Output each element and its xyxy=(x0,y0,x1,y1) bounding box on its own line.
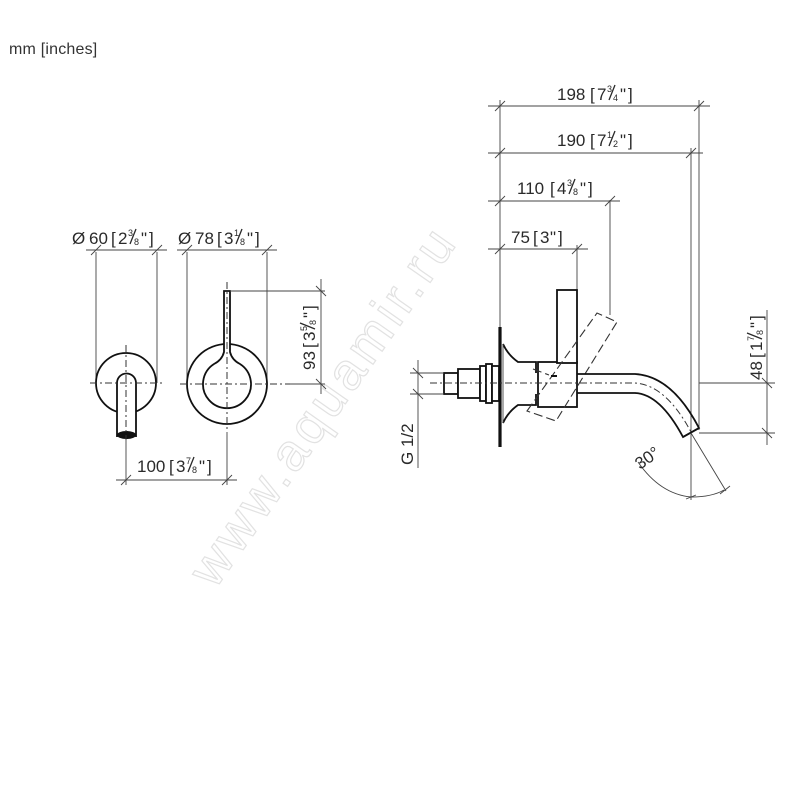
svg-text:]: ] xyxy=(207,457,212,476)
svg-text:": " xyxy=(620,85,626,104)
svg-text:78: 78 xyxy=(195,229,214,248)
svg-text:[: [ xyxy=(550,179,555,198)
svg-text:Ø: Ø xyxy=(178,229,191,248)
svg-text:]: ] xyxy=(628,131,633,150)
units-label: mm [inches] xyxy=(9,41,98,58)
dim-drop-48: 48 [ 1 7 8 " ] xyxy=(746,315,766,380)
svg-text:3: 3 xyxy=(176,457,185,476)
svg-text:1: 1 xyxy=(234,228,239,238)
dim-diameter-60: Ø 60 [ 2 3 8 " ] xyxy=(72,228,154,248)
svg-text:3: 3 xyxy=(224,229,233,248)
svg-text:93: 93 xyxy=(300,351,319,370)
svg-text:1: 1 xyxy=(607,130,612,140)
dim-center-distance-100: 100 [ 3 7 8 " ] xyxy=(116,456,237,486)
side-view: 198 [ 7 3 4 " ] 190 [ 7 1 2 " ] 110 xyxy=(398,84,775,500)
svg-text:2: 2 xyxy=(613,139,618,149)
svg-text:8: 8 xyxy=(240,237,245,247)
svg-text:]: ] xyxy=(300,305,319,310)
svg-text:]: ] xyxy=(628,85,633,104)
dim-thread-g12: G 1/2 xyxy=(398,423,417,465)
svg-text:3: 3 xyxy=(567,178,572,188)
svg-text:]: ] xyxy=(149,229,154,248)
svg-text:Ø: Ø xyxy=(72,229,85,248)
svg-text:8: 8 xyxy=(134,237,139,247)
svg-text:": " xyxy=(580,179,586,198)
svg-text:]: ] xyxy=(255,229,260,248)
dim-diameter-78: Ø 78 [ 3 1 8 " ] xyxy=(178,228,260,248)
svg-text:4: 4 xyxy=(613,93,618,103)
svg-text:]: ] xyxy=(588,179,593,198)
dim-angle-30: 30° xyxy=(631,443,663,473)
svg-text:8: 8 xyxy=(755,330,765,335)
svg-text:": " xyxy=(247,229,253,248)
svg-text:3: 3 xyxy=(607,84,612,94)
svg-text:": " xyxy=(141,229,147,248)
svg-text:2: 2 xyxy=(118,229,127,248)
dim-height-93: 93 [ 3 5 8 " ] xyxy=(299,305,319,370)
dim-reach-190: 190 [ 7 1 2 " ] xyxy=(557,130,633,150)
svg-text:5: 5 xyxy=(299,326,309,331)
svg-text:198: 198 xyxy=(557,85,585,104)
svg-text:": " xyxy=(550,228,556,247)
svg-text:110: 110 xyxy=(517,179,544,198)
svg-text:48: 48 xyxy=(747,361,766,380)
svg-text:1: 1 xyxy=(747,342,766,351)
svg-text:60: 60 xyxy=(89,229,108,248)
svg-text:3: 3 xyxy=(128,228,133,238)
svg-text:7: 7 xyxy=(746,336,756,341)
handle-front-view: Ø 78 [ 3 1 8 " ] 93 [ 3 5 8 " xyxy=(177,228,327,485)
spout-front-view: Ø 60 [ 2 3 8 " ] xyxy=(72,228,167,485)
svg-text:[: [ xyxy=(533,228,538,247)
svg-text:7: 7 xyxy=(597,131,606,150)
svg-text:100: 100 xyxy=(137,457,165,476)
svg-text:7: 7 xyxy=(597,85,606,104)
svg-text:": " xyxy=(747,322,766,328)
dim-offset-75: 75 [ 3 " ] xyxy=(511,228,563,247)
svg-text:3: 3 xyxy=(300,332,319,341)
svg-text:7: 7 xyxy=(186,456,191,466)
svg-text:[: [ xyxy=(300,343,319,348)
svg-text:75: 75 xyxy=(511,228,530,247)
svg-text:190: 190 xyxy=(557,131,585,150)
dim-overall-198: 198 [ 7 3 4 " ] xyxy=(557,84,633,104)
svg-text:]: ] xyxy=(558,228,563,247)
svg-text:[: [ xyxy=(169,457,174,476)
svg-text:[: [ xyxy=(217,229,222,248)
svg-text:8: 8 xyxy=(573,187,578,197)
svg-text:[: [ xyxy=(590,85,595,104)
dim-handle-110: 110 [ 4 3 8 " ] xyxy=(517,178,593,198)
svg-text:": " xyxy=(620,131,626,150)
svg-text:4: 4 xyxy=(557,179,566,198)
svg-text:": " xyxy=(199,457,205,476)
svg-text:[: [ xyxy=(111,229,116,248)
svg-text:8: 8 xyxy=(192,465,197,475)
svg-text:[: [ xyxy=(590,131,595,150)
svg-text:": " xyxy=(300,312,319,318)
svg-text:8: 8 xyxy=(308,320,318,325)
svg-text:]: ] xyxy=(747,315,766,320)
svg-text:[: [ xyxy=(747,353,766,358)
svg-text:3: 3 xyxy=(540,228,549,247)
